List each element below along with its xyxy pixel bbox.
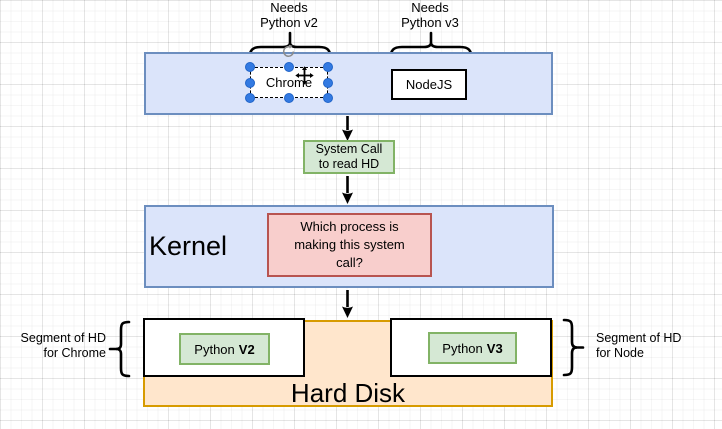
segment-chrome-line2: for Chrome [43, 345, 106, 360]
python-v3-box[interactable]: Python V3 [428, 332, 517, 364]
kernel-question-line2: making this system [294, 237, 405, 252]
python-v2-name: Python [194, 341, 235, 357]
nodejs-process-box[interactable]: NodeJS [391, 69, 467, 100]
curly-brace-v2[interactable] [247, 31, 333, 63]
selection-handle-bottom-middle[interactable] [284, 93, 294, 103]
python-v3-version: V3 [486, 340, 503, 356]
user-processes-container[interactable] [144, 52, 553, 115]
segment-node-line1: Segment of HD [596, 331, 682, 345]
kernel-question-line3: call? [336, 255, 363, 270]
segment-chrome-label[interactable]: Segment of HD for Chrome [0, 331, 106, 360]
selection-handle-middle-left[interactable] [245, 77, 255, 88]
segment-node-line2: for Node [596, 345, 644, 360]
curly-brace-v3[interactable] [388, 31, 474, 63]
arrow-processes-to-syscall[interactable] [341, 116, 354, 141]
selection-handle-middle-right[interactable] [323, 77, 333, 88]
arrow-syscall-to-kernel[interactable] [341, 176, 354, 204]
curly-brace-segment-node[interactable] [562, 318, 585, 377]
kernel-label: Kernel [149, 231, 228, 261]
selection-handle-top-right[interactable] [323, 62, 333, 72]
hard-disk-label: Hard Disk [290, 378, 406, 408]
system-call-line2: to read HD [318, 157, 380, 171]
curly-brace-segment-chrome[interactable] [108, 320, 131, 378]
selection-handle-top-middle[interactable] [284, 62, 294, 72]
needs-python-v3-line2: Python v3 [401, 14, 459, 30]
segment-node-label[interactable]: Segment of HD for Node [596, 331, 722, 360]
move-cursor-icon [295, 66, 314, 85]
system-call-box[interactable]: System Call to read HD [303, 140, 395, 174]
chrome-label: Chrome [265, 75, 313, 90]
needs-python-v2-label[interactable]: Needs Python v2 [229, 0, 349, 30]
python-v2-version: V2 [238, 341, 255, 357]
kernel-question-line1: Which process is [300, 219, 399, 234]
kernel-question-box[interactable]: Which process is making this system call… [267, 213, 432, 277]
nodejs-label: NodeJS [405, 77, 453, 92]
needs-python-v3-line1: Needs [411, 0, 449, 15]
python-v2-box[interactable]: Python V2 [179, 333, 270, 365]
selection-handle-bottom-left[interactable] [245, 93, 255, 103]
needs-python-v2-line2: Python v2 [260, 14, 318, 30]
arrow-kernel-to-harddisk[interactable] [341, 290, 354, 318]
selection-handle-bottom-right[interactable] [323, 93, 333, 103]
selection-handle-top-left[interactable] [245, 62, 255, 72]
chrome-process-box[interactable]: Chrome [245, 62, 333, 103]
needs-python-v3-label[interactable]: Needs Python v3 [370, 0, 490, 30]
needs-python-v2-line1: Needs [270, 0, 308, 15]
segment-chrome-line1: Segment of HD [20, 331, 106, 345]
rotate-handle-icon[interactable] [281, 44, 296, 59]
python-v3-name: Python [442, 340, 483, 356]
system-call-line1: System Call [315, 142, 383, 156]
